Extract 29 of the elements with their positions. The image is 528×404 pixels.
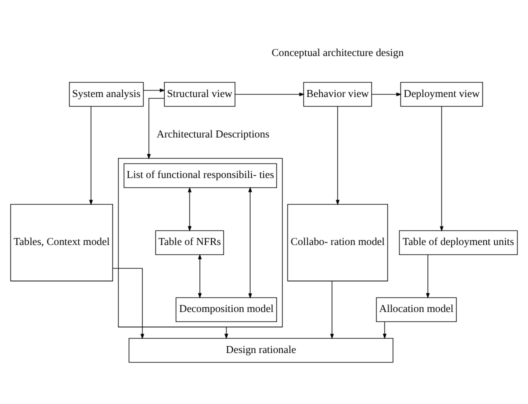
node-box: Tables, Context model [10,204,113,282]
node-box: Behavior view [303,82,372,107]
node-box: Table of NFRs [155,230,224,255]
arrow [188,186,192,232]
arrow [426,254,430,298]
node-box: Collabo- ration model [287,204,388,282]
arrow [143,88,166,92]
arrow [330,280,334,340]
node-box: System analysis [69,82,144,107]
arrow [89,106,93,206]
arrow [336,106,340,206]
label: Conceptual architecture design [272,48,404,60]
arrow [382,322,387,340]
label: Architectural Descriptions [156,130,270,141]
arrow [198,254,202,298]
arrow [112,268,144,340]
node-box: Decomposition model [176,297,277,322]
node-box: Table of deployment units [399,230,518,255]
node-box: Design rationale [128,338,394,363]
arrow [234,92,305,96]
arrow [440,106,444,232]
node-box: List of functional responsibili- ties [124,163,277,188]
arrow [371,92,402,96]
arrow [248,186,252,299]
node-box: Allocation model [376,297,457,322]
node-box: Deployment view [400,82,483,107]
cluster [118,158,283,328]
arrow [146,98,164,160]
node-box: Structural view [164,82,236,107]
